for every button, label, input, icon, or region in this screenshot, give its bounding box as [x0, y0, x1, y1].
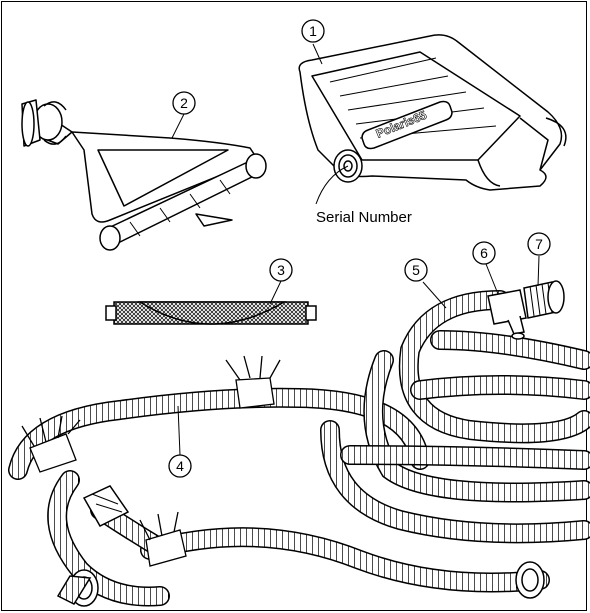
callout-2-label: 2	[180, 95, 188, 111]
filter-strip	[106, 302, 316, 324]
callout-4-label: 4	[176, 458, 184, 474]
callout-6: 6	[473, 242, 495, 264]
cleaner-body: Polaris65	[299, 35, 566, 190]
callout-1: 1	[302, 20, 324, 42]
callout-4: 4	[169, 455, 191, 477]
callout-7-label: 7	[535, 236, 543, 252]
callout-5-label: 5	[412, 262, 420, 278]
hose-right	[330, 300, 584, 533]
callout-2: 2	[173, 92, 195, 114]
callout-6-label: 6	[480, 245, 488, 261]
chassis-assembly	[22, 100, 266, 250]
callout-3: 3	[270, 259, 292, 281]
callout-5: 5	[405, 259, 427, 281]
hose-cuffs-right	[516, 562, 544, 598]
callout-1-label: 1	[309, 23, 317, 39]
serial-number-label: Serial Number	[316, 209, 412, 226]
callout-7: 7	[528, 233, 550, 255]
callout-3-label: 3	[277, 262, 285, 278]
hose-fittings	[488, 281, 564, 339]
